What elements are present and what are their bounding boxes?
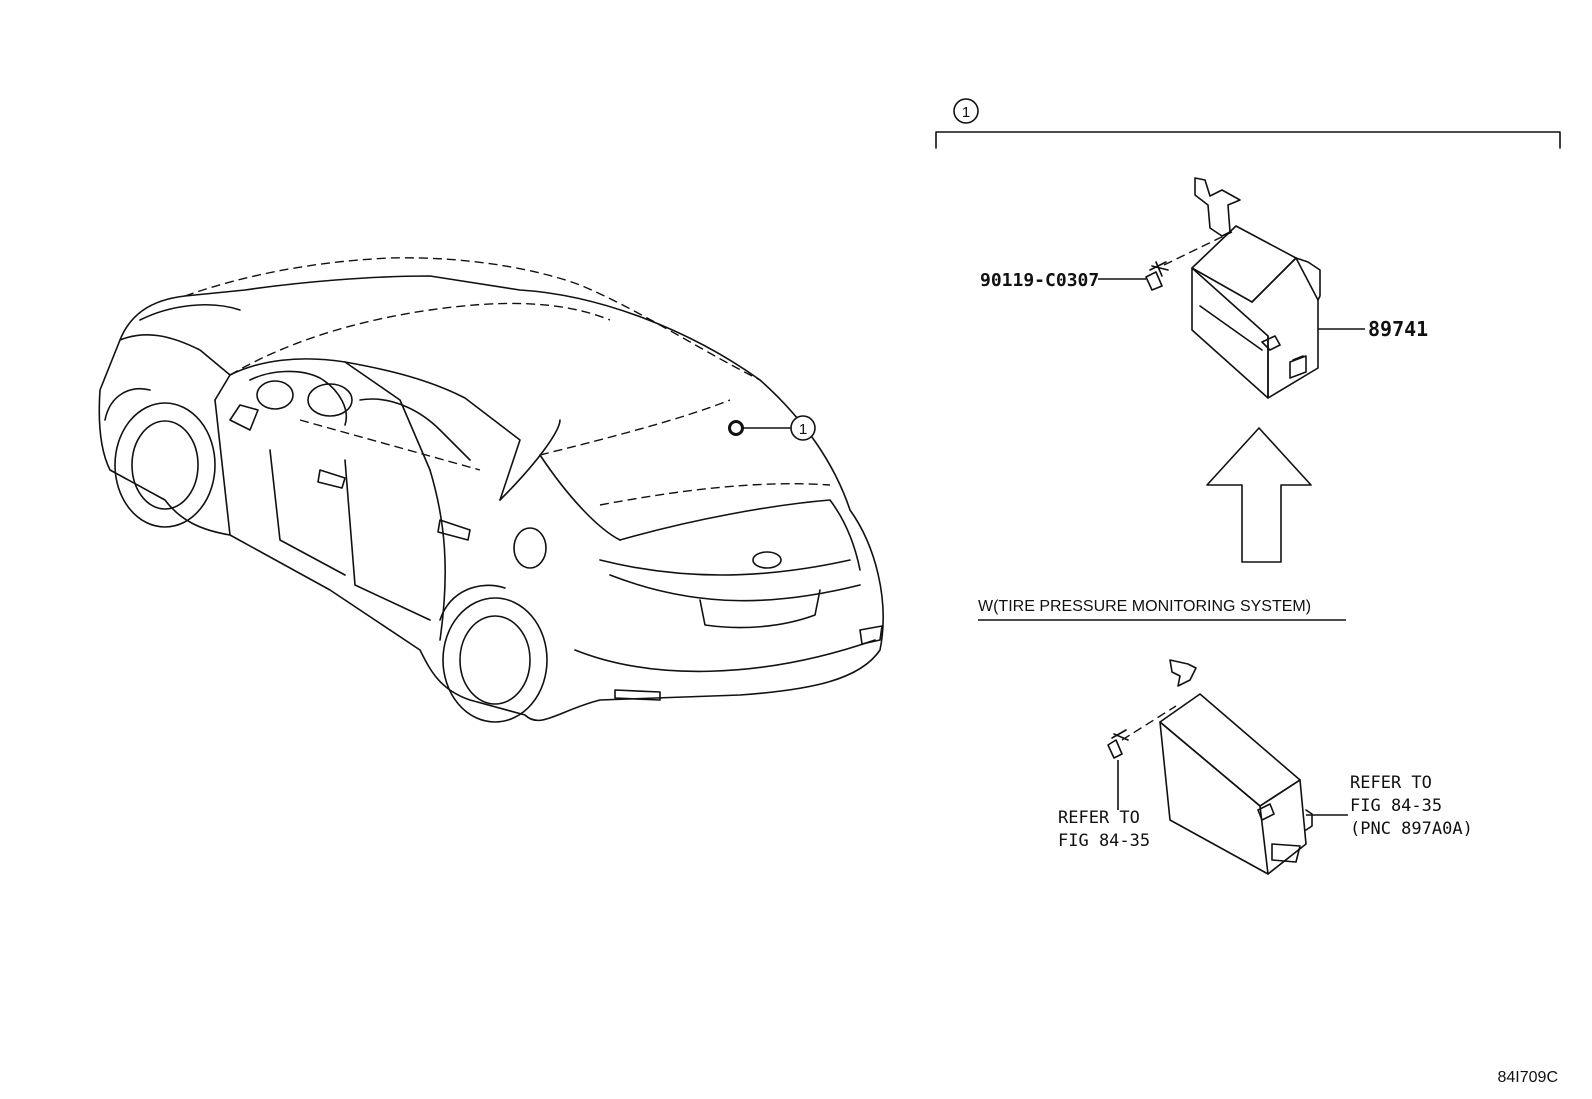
refer-bolt-label: REFER TO FIG 84-35 bbox=[1058, 808, 1150, 851]
variant-caption: W(TIRE PRESSURE MONITORING SYSTEM) bbox=[978, 598, 1311, 615]
figure-code: 84I709C bbox=[1498, 1069, 1559, 1086]
svg-text:REFER TO: REFER TO bbox=[1058, 808, 1140, 828]
callout-1-vehicle: 1 bbox=[790, 415, 816, 441]
bolt-90119 bbox=[1145, 261, 1169, 291]
group-bracket bbox=[935, 131, 1561, 149]
vehicle-illustration bbox=[98, 257, 884, 723]
svg-text:1: 1 bbox=[799, 421, 807, 438]
svg-text:REFER TO: REFER TO bbox=[1350, 773, 1432, 793]
callout-1-group: 1 bbox=[953, 98, 979, 124]
alt-bolt-install-path bbox=[1121, 705, 1177, 741]
svg-text:FIG 84-35: FIG 84-35 bbox=[1058, 831, 1150, 851]
refer-module-label: REFER TO FIG 84-35 (PNC 897A0A) bbox=[1350, 773, 1473, 839]
module-part-number: 89741 bbox=[1368, 317, 1428, 341]
alt-bolt bbox=[1107, 729, 1129, 759]
alt-receiver-module bbox=[1159, 659, 1313, 875]
svg-text:FIG 84-35: FIG 84-35 bbox=[1350, 796, 1442, 816]
bolt-install-path bbox=[1163, 231, 1233, 266]
svg-text:(PNC 897A0A): (PNC 897A0A) bbox=[1350, 819, 1473, 839]
tpms-receiver-module bbox=[1191, 177, 1321, 399]
location-marker bbox=[728, 420, 791, 436]
svg-text:1: 1 bbox=[962, 104, 970, 121]
variant-arrow bbox=[1206, 427, 1312, 563]
bolt-part-number: 90119-C0307 bbox=[980, 270, 1099, 291]
